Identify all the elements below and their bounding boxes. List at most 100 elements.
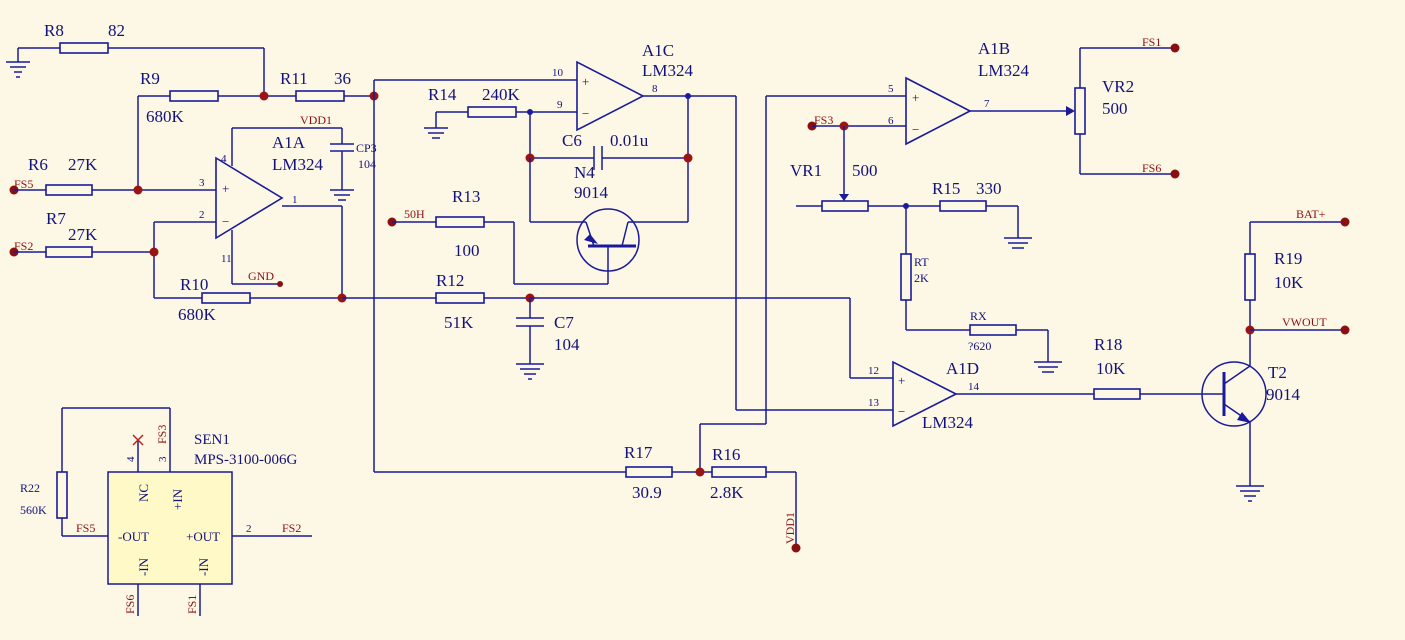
vr2-value: 500 <box>1102 99 1128 118</box>
rx-ref: RX <box>970 309 987 323</box>
c6-ref: C6 <box>562 131 582 150</box>
fs2-net-label: FS2 <box>14 239 33 253</box>
a1b-minus: − <box>912 122 919 137</box>
t2-ref: T2 <box>1268 363 1287 382</box>
cp3-ref: CP3 <box>356 141 377 155</box>
a1d-minus: − <box>898 404 905 419</box>
r6-ref: R6 <box>28 155 48 174</box>
fs3-net-label: FS3 <box>814 113 833 127</box>
n4-transistor: N4 9014 <box>529 158 688 284</box>
r8-ref: R8 <box>44 21 64 40</box>
r19-ref: R19 <box>1274 249 1302 268</box>
a1b-pin6: 6 <box>888 115 894 127</box>
sen1-pin-in-minus-left: -IN <box>136 557 151 576</box>
a1b-plus: + <box>912 90 919 105</box>
top-edge-marks: ' ' <box>210 0 217 7</box>
sen1-pin-nc: NC <box>136 484 151 502</box>
sen1-pin3-num: 3 <box>157 456 169 462</box>
r14-resistor: R14 240K <box>428 85 530 118</box>
a1c-plus: + <box>582 74 589 89</box>
c7-ref: C7 <box>554 313 574 332</box>
r17-value: 30.9 <box>632 483 662 502</box>
r6-value: 27K <box>68 155 98 174</box>
r12-resistor: R12 51K <box>342 271 530 332</box>
r13-resistor: R13 100 50H <box>387 187 514 260</box>
gnd-net-label: GND <box>248 269 274 283</box>
a1b-pin7: 7 <box>984 98 990 110</box>
rt-value: 2K <box>914 271 929 285</box>
r15-resistor: R15 330 <box>932 179 1019 238</box>
r16-value: 2.8K <box>710 483 744 502</box>
r19-value: 10K <box>1274 273 1304 292</box>
r18-ref: R18 <box>1094 335 1122 354</box>
r13-value: 100 <box>454 241 480 260</box>
r8-value: 82 <box>108 21 125 40</box>
sen1-fs1-label: FS1 <box>185 595 199 614</box>
r8-resistor: R8 82 <box>17 21 265 96</box>
junction-r9-r11 <box>259 91 269 101</box>
ground-symbol-cp3 <box>330 189 354 201</box>
vr1-value: 500 <box>852 161 878 180</box>
a1a-ref: A1A <box>272 133 306 152</box>
a1a-pin11: 11 <box>221 253 232 265</box>
r18-value: 10K <box>1096 359 1126 378</box>
a1c-pin9: 9 <box>557 99 563 111</box>
junction-r17-r16 <box>695 467 705 477</box>
a1d-part: LM324 <box>922 413 974 432</box>
r12-ref: R12 <box>436 271 464 290</box>
vr1-ref: VR1 <box>790 161 822 180</box>
r15-value: 330 <box>976 179 1002 198</box>
vr1-potentiometer: VR1 500 <box>790 126 940 212</box>
rt-resistor: RT 2K <box>900 206 970 331</box>
ground-symbol-t2 <box>1236 485 1264 502</box>
vwout-net-label: VWOUT <box>1282 315 1327 329</box>
ground-symbol-r15 <box>1004 237 1032 249</box>
a1c-pin8: 8 <box>652 83 658 95</box>
junction-r7 <box>149 247 159 257</box>
a1a-pin1: 1 <box>292 194 298 206</box>
c7-capacitor: C7 104 <box>516 298 580 364</box>
sen1-fs5-label: FS5 <box>76 521 95 535</box>
r13-ref: R13 <box>452 187 480 206</box>
vr2-potentiometer: VR2 500 FS1 FS6 <box>1074 35 1180 179</box>
r18-resistor: R18 10K <box>1093 335 1204 400</box>
r19-resistor: R19 10K <box>1244 221 1345 330</box>
r9-value: 680K <box>146 107 185 126</box>
a1d-plus: + <box>898 373 905 388</box>
a1d-ref: A1D <box>946 359 979 378</box>
rx-resistor: RX ?620 <box>968 309 1049 362</box>
a1d-opamp: + − A1D LM324 12 13 14 <box>868 359 980 432</box>
bat-net-end <box>1340 217 1350 227</box>
rx-value: ?620 <box>968 339 991 353</box>
r11-ref: R11 <box>280 69 308 88</box>
a1c-opamp: + − A1C LM324 10 9 8 <box>552 41 694 132</box>
fs1-net-label: FS1 <box>1142 35 1161 49</box>
a1a-minus: − <box>222 214 229 229</box>
a1a-opamp: + − A1A LM324 3 2 1 4 11 <box>199 133 324 265</box>
r7-ref: R7 <box>46 209 66 228</box>
a1a-pin2: 2 <box>199 209 205 221</box>
sen1-pin-out-minus: -OUT <box>118 529 149 544</box>
r6-resistor: R6 27K FS5 <box>9 155 138 196</box>
sen1-pin4-num: 4 <box>125 456 137 462</box>
sen1-fs6-label: FS6 <box>123 595 137 614</box>
a1a-pin3: 3 <box>199 177 205 189</box>
r10-ref: R10 <box>180 275 208 294</box>
a1a-part: LM324 <box>272 155 324 174</box>
a1d-pin13: 13 <box>868 397 880 409</box>
a1d-pin12: 12 <box>868 365 879 377</box>
r17-ref: R17 <box>624 443 653 462</box>
ground-symbol-rx <box>1034 361 1062 373</box>
sen1-pin-in-minus-right: -IN <box>196 557 211 576</box>
sen1-pin2-num: 2 <box>246 523 252 535</box>
r14-ref: R14 <box>428 85 457 104</box>
vr2-wiper-arrow <box>1066 106 1075 116</box>
a1c-part: LM324 <box>642 61 694 80</box>
ground-symbol-r8 <box>6 61 30 78</box>
n4-value: 9014 <box>574 183 609 202</box>
sen1-fs3-label: FS3 <box>155 425 169 444</box>
fs5-net-label: FS5 <box>14 177 33 191</box>
c6-value: 0.01u <box>610 131 649 150</box>
r7-value: 27K <box>68 225 98 244</box>
